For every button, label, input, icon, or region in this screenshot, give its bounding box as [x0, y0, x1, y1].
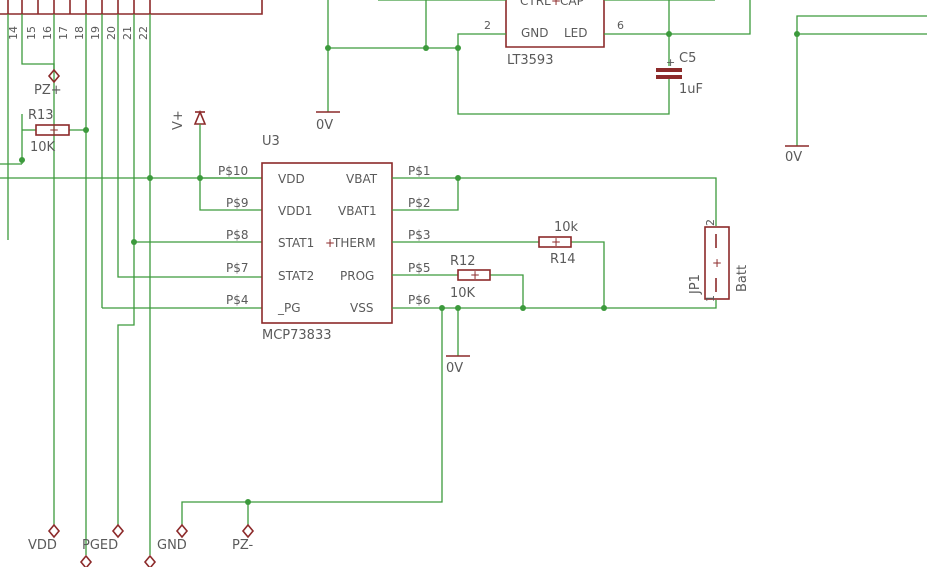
svg-text:10K: 10K — [30, 140, 56, 155]
ground-symbol-top: 0V — [316, 111, 340, 133]
svg-text:10k: 10k — [554, 220, 579, 235]
svg-text:VBAT1: VBAT1 — [338, 204, 377, 218]
svg-text:P$8: P$8 — [226, 228, 249, 242]
capacitor-c5: + C5 1uF — [656, 51, 703, 97]
bottom-labels: VDD PGED GND PZ- — [28, 523, 255, 567]
svg-text:+: + — [325, 236, 335, 250]
header-pin-15: 15 — [25, 26, 38, 40]
right-wires — [181, 175, 717, 525]
header-pin-14: 14 — [7, 26, 20, 40]
svg-text:R13: R13 — [28, 108, 54, 123]
svg-text:2: 2 — [704, 219, 717, 226]
header-pin-21: 21 — [121, 26, 134, 40]
header-pin-20: 20 — [105, 26, 118, 40]
chip-lt3593: CTRL + CAP GND LED LT3593 2 6 — [484, 0, 624, 68]
svg-text:LT3593: LT3593 — [507, 53, 553, 68]
svg-text:P$3: P$3 — [408, 228, 431, 242]
svg-text:+: + — [712, 256, 722, 270]
svg-text:P$10: P$10 — [218, 164, 248, 178]
ic-refdes: U3 — [262, 134, 280, 149]
svg-text:P$4: P$4 — [226, 293, 249, 307]
ground-symbol-ic: 0V — [446, 355, 470, 376]
svg-text:LED: LED — [564, 26, 588, 40]
svg-text:CTRL: CTRL — [520, 0, 551, 8]
svg-text:2: 2 — [484, 19, 491, 32]
svg-text:P$7: P$7 — [226, 261, 249, 275]
svg-text:STAT2: STAT2 — [278, 269, 314, 283]
svg-text:PROG: PROG — [340, 269, 374, 283]
svg-text:VBAT: VBAT — [346, 172, 378, 186]
svg-text:CAP: CAP — [560, 0, 584, 8]
label-vdd: VDD — [28, 538, 57, 553]
jp1-ref: JP1 — [688, 274, 703, 295]
label-pged: PGED — [82, 538, 118, 553]
header-pin-16: 16 — [41, 26, 54, 40]
svg-text:P$5: P$5 — [408, 261, 431, 275]
jp1-value: Batt — [735, 265, 750, 292]
svg-text:1: 1 — [704, 295, 717, 302]
svg-text:THERM: THERM — [332, 236, 376, 250]
svg-text:0V: 0V — [316, 118, 333, 133]
svg-text:+: + — [551, 0, 561, 8]
header-pin-18: 18 — [73, 26, 86, 40]
vplus-supply: V+ — [171, 109, 262, 211]
svg-text:1uF: 1uF — [679, 82, 703, 97]
resistor-r13: + R13 10K — [28, 108, 70, 155]
svg-text:_PG: _PG — [277, 301, 301, 315]
svg-text:VDD1: VDD1 — [278, 204, 312, 218]
resistor-r12: + R12 10K — [450, 254, 491, 301]
svg-text:P$9: P$9 — [226, 196, 249, 210]
svg-text:+: + — [551, 235, 561, 249]
header-connector: 14 15 16 17 18 19 20 21 22 — [0, 0, 263, 40]
svg-text:+: + — [49, 123, 59, 137]
svg-text:+: + — [470, 268, 480, 282]
label-gnd: GND — [157, 538, 187, 553]
svg-text:VSS: VSS — [350, 301, 373, 315]
pz-plus-label: PZ+ — [34, 68, 62, 98]
svg-text:P$1: P$1 — [408, 164, 431, 178]
svg-text:P$2: P$2 — [408, 196, 431, 210]
svg-text:GND: GND — [521, 26, 549, 40]
left-wires — [0, 14, 262, 555]
svg-text:0V: 0V — [446, 361, 463, 376]
svg-text:C5: C5 — [679, 51, 696, 66]
right-edge-wires: 0V — [785, 15, 927, 165]
svg-text:P$6: P$6 — [408, 293, 431, 307]
label-pz-minus: PZ- — [232, 538, 254, 553]
svg-text:+: + — [666, 56, 675, 69]
svg-text:R12: R12 — [450, 254, 476, 269]
header-pin-17: 17 — [57, 26, 70, 40]
ic-u3: U3 MCP73833 P$10 VDD P$9 VDD1 P$8 STAT1 … — [218, 134, 431, 343]
top-wires — [325, 0, 751, 115]
svg-text:6: 6 — [617, 19, 624, 32]
svg-text:PZ+: PZ+ — [34, 83, 62, 98]
ic-value: MCP73833 — [262, 328, 332, 343]
vplus-label: V+ — [171, 110, 186, 130]
svg-text:R14: R14 — [550, 252, 576, 267]
header-pin-19: 19 — [89, 26, 102, 40]
svg-text:0V: 0V — [785, 150, 802, 165]
header-pin-22: 22 — [137, 26, 150, 40]
svg-text:VDD: VDD — [278, 172, 305, 186]
resistor-r14: + 10k R14 — [538, 220, 579, 267]
svg-text:10K: 10K — [450, 286, 476, 301]
connector-jp1: + 2 1 JP1 Batt — [688, 219, 750, 302]
svg-text:STAT1: STAT1 — [278, 236, 314, 250]
